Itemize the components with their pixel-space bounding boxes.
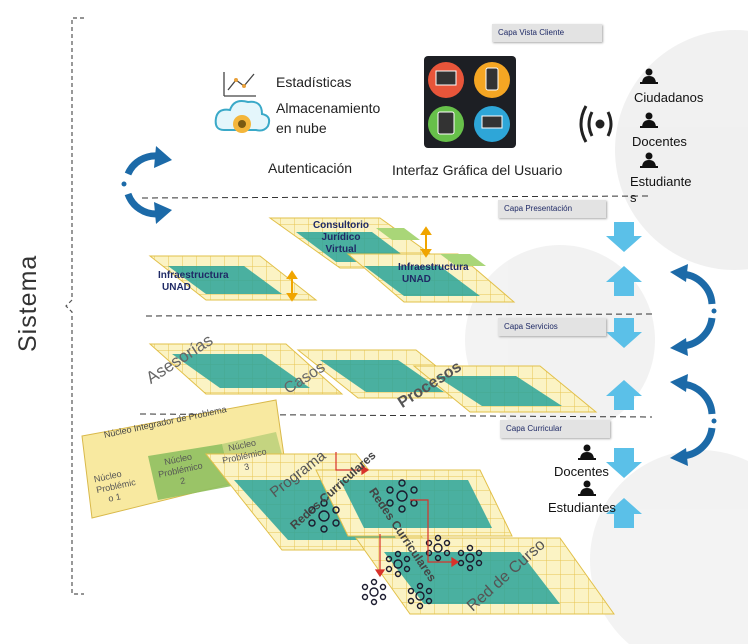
infra-right-label: Infraestructura UNAD <box>398 262 469 285</box>
asesorias-plane <box>148 343 344 395</box>
docentes-label: Docentes <box>632 134 687 149</box>
curricular-student-icon <box>578 480 596 498</box>
curricular-teacher-icon <box>578 444 596 462</box>
almacenamiento-label-2: en nube <box>276 120 327 136</box>
network-node-icons <box>308 479 483 610</box>
devices-grid-icon <box>424 56 516 148</box>
infra-right-plane <box>346 253 516 303</box>
system-bracket <box>65 17 84 595</box>
layer-tag-vista-cliente: Capa Vista Cliente <box>492 24 602 42</box>
teacher-user-icon <box>640 112 658 130</box>
divider-servicios <box>145 313 653 317</box>
red-curso-plane <box>355 537 615 615</box>
right-cycle-arrows-icon <box>670 264 717 466</box>
estudiantes-label-2: s <box>630 190 637 205</box>
consultorio-label: Consultorio Jurídico Virtual <box>312 220 370 255</box>
student-user-icon <box>640 152 658 170</box>
wireless-icon <box>579 105 613 143</box>
layer-tag-presentacion: Capa Presentación <box>498 200 606 218</box>
citizen-user-icon <box>640 68 658 86</box>
layer-tag-curricular: Capa Curricular <box>500 420 610 438</box>
autenticacion-label: Autenticación <box>268 160 353 176</box>
redes-plane <box>315 469 513 537</box>
procesos-plane <box>412 365 598 413</box>
refresh-arrows-icon <box>121 146 172 224</box>
divider-presentacion <box>141 195 653 199</box>
background-shapes <box>465 30 748 644</box>
layer-tag-servicios: Capa Servicios <box>498 318 606 336</box>
infra-left-plane <box>148 255 318 301</box>
ciudadanos-label: Ciudadanos <box>634 90 704 105</box>
curricular-docentes-label: Docentes <box>554 464 609 479</box>
system-label: Sistema <box>14 254 42 352</box>
double-arrows-icon <box>286 226 432 302</box>
statistics-icon <box>223 72 256 97</box>
curricular-estudiantes-label: Estudiantes <box>548 500 616 515</box>
red-connectors <box>335 452 460 578</box>
almacenamiento-label-1: Almacenamiento <box>276 100 381 116</box>
infra-left-label: Infraestructura UNAD <box>158 270 229 293</box>
estudiantes-label-1: Estudiante <box>630 174 692 189</box>
estadisticas-label: Estadísticas <box>276 74 352 90</box>
interfaz-label: Interfaz Gráfica del Usuario <box>392 162 563 178</box>
cloud-storage-icon <box>214 100 271 133</box>
data-flow-arrows-icon <box>606 222 642 528</box>
